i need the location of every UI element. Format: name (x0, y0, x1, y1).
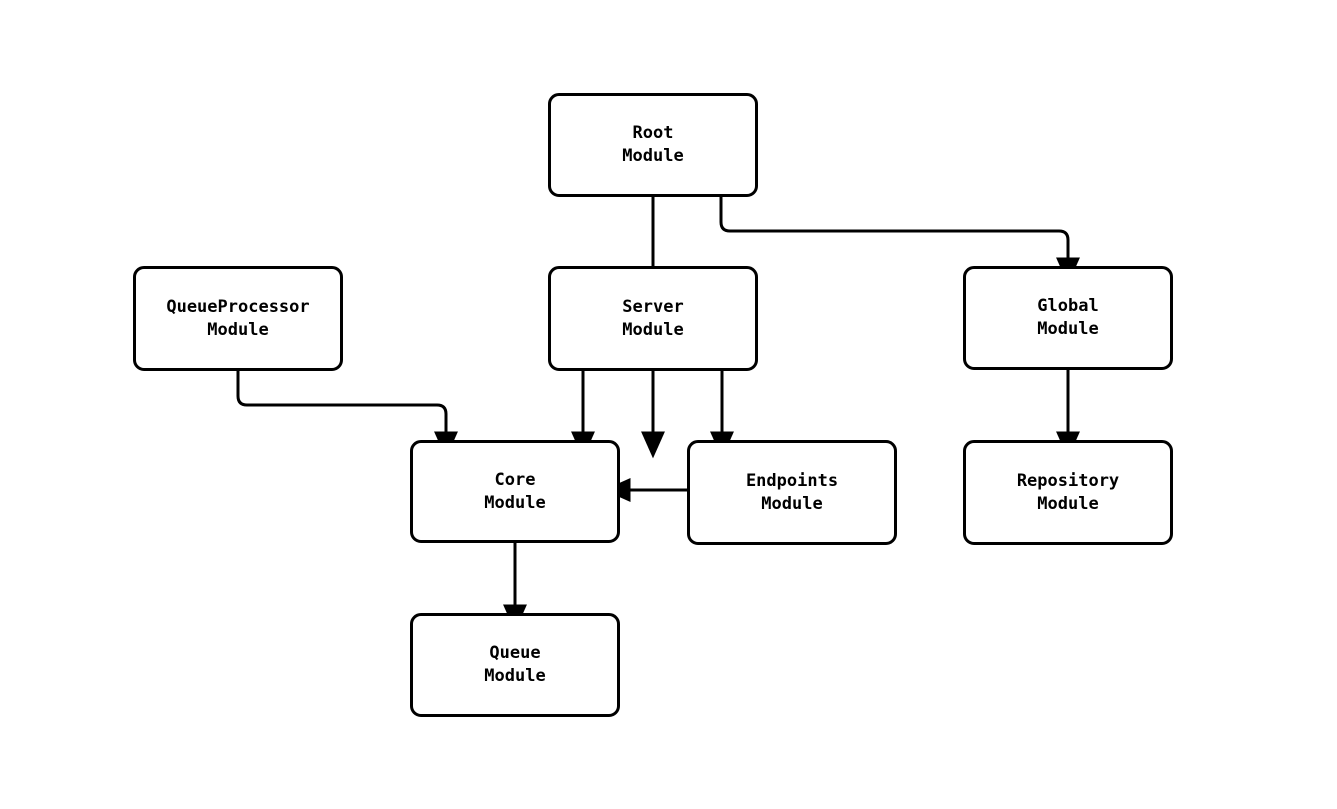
node-server-module-label: Server Module (622, 296, 684, 340)
node-queue-module[interactable]: Queue Module (410, 613, 620, 717)
node-global-module-label: Global Module (1037, 296, 1099, 339)
node-repository-module-label: Repository Module (1016, 470, 1120, 514)
node-repository-module[interactable]: Repository Module (963, 440, 1173, 545)
node-server-module[interactable]: Server Module (548, 266, 758, 371)
edge-root-to-global (719, 197, 1080, 285)
node-root-module-label: Root Module (622, 123, 684, 166)
edge-queueprocessor-to-core (236, 371, 458, 459)
node-core-module-label: Core Module (484, 469, 546, 513)
node-global-module[interactable]: Global Module (963, 266, 1173, 370)
node-endpoints-module-label: Endpoints Module (745, 470, 839, 514)
node-core-module[interactable]: Core Module (410, 440, 620, 543)
node-queueprocessor-module-label: QueueProcessor Module (166, 296, 310, 340)
node-endpoints-module[interactable]: Endpoints Module (687, 440, 897, 545)
node-queue-module-label: Queue Module (484, 643, 546, 686)
node-queueprocessor-module[interactable]: QueueProcessor Module (133, 266, 343, 371)
node-root-module[interactable]: Root Module (548, 93, 758, 197)
